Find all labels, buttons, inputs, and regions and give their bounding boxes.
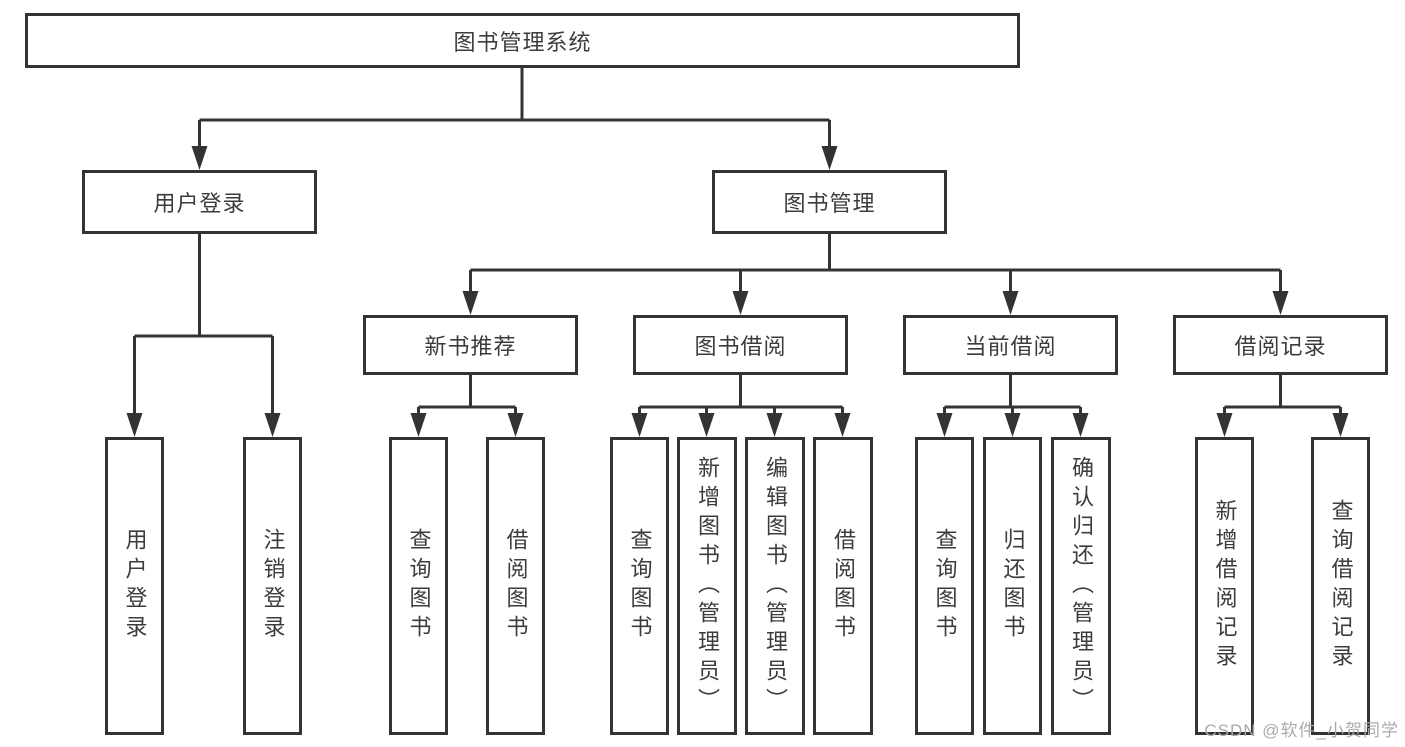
node-current-borrow: 当前借阅 — [903, 315, 1118, 375]
node-new-book-recommend-label: 新书推荐 — [424, 334, 517, 359]
leaf-record-add-record: 新增借阅记录 — [1195, 437, 1254, 735]
leaf-logout-label: 注销登录 — [260, 528, 286, 644]
arrow-down-icon — [936, 413, 953, 437]
leaf-borrow-edit-books: 编辑图书（管理员） — [745, 437, 805, 735]
connector-book-management-to-sections — [469, 234, 1282, 294]
leaf-newrec-query-books-label: 查询图书 — [406, 528, 432, 644]
leaf-current-return-books-label: 归还图书 — [1000, 528, 1026, 644]
arrow-down-icon — [1072, 413, 1089, 437]
leaf-logout: 注销登录 — [243, 437, 302, 735]
node-new-book-recommend: 新书推荐 — [363, 315, 578, 375]
leaf-newrec-query-books: 查询图书 — [389, 437, 448, 735]
node-user-login-label: 用户登录 — [153, 191, 246, 216]
leaf-newrec-borrow-books: 借阅图书 — [486, 437, 545, 735]
leaf-record-add-record-label: 新增借阅记录 — [1212, 499, 1238, 673]
leaf-user-login: 用户登录 — [105, 437, 164, 735]
arrow-down-icon — [1216, 413, 1233, 437]
leaf-current-query-books: 查询图书 — [915, 437, 974, 735]
arrow-down-icon — [462, 291, 479, 315]
leaf-borrow-query-books-label: 查询图书 — [627, 528, 653, 644]
arrow-down-icon — [1332, 413, 1349, 437]
node-book-borrow: 图书借阅 — [633, 315, 848, 375]
leaf-borrow-query-books: 查询图书 — [610, 437, 669, 735]
node-book-management-label: 图书管理 — [783, 191, 876, 216]
leaf-borrow-borrow-books-label: 借阅图书 — [831, 528, 856, 644]
node-current-borrow-label: 当前借阅 — [964, 334, 1057, 359]
leaf-borrow-borrow-books: 借阅图书 — [813, 437, 873, 735]
arrow-down-icon — [507, 413, 524, 437]
connector-borrow-record-to-children — [1223, 375, 1342, 417]
leaf-current-return-books: 归还图书 — [983, 437, 1042, 735]
connector-user-login-to-children — [133, 234, 274, 417]
arrow-down-icon — [821, 146, 838, 170]
leaf-borrow-add-books-label: 新增图书（管理员） — [695, 455, 720, 717]
leaf-newrec-borrow-books-label: 借阅图书 — [503, 528, 529, 644]
connector-new-book-to-children — [417, 375, 517, 417]
leaf-current-confirm-return: 确认归还（管理员） — [1051, 437, 1111, 735]
arrow-down-icon — [766, 413, 783, 437]
leaf-current-confirm-return-label: 确认归还（管理员） — [1069, 455, 1094, 717]
arrow-down-icon — [264, 413, 281, 437]
leaf-record-query-record-label: 查询借阅记录 — [1328, 499, 1354, 673]
node-book-borrow-label: 图书借阅 — [694, 334, 787, 359]
node-borrow-record-label: 借阅记录 — [1234, 334, 1327, 359]
leaf-current-query-books-label: 查询图书 — [932, 528, 958, 644]
connector-book-borrow-to-children — [638, 375, 844, 417]
arrow-down-icon — [1002, 291, 1019, 315]
arrow-down-icon — [1272, 291, 1289, 315]
leaf-record-query-record: 查询借阅记录 — [1311, 437, 1370, 735]
arrow-down-icon — [126, 413, 143, 437]
node-book-management: 图书管理 — [712, 170, 947, 234]
node-root-label: 图书管理系统 — [453, 29, 592, 55]
arrow-down-icon — [732, 291, 749, 315]
connector-current-borrow-to-children — [943, 375, 1082, 417]
arrow-down-icon — [1004, 413, 1021, 437]
node-root: 图书管理系统 — [25, 13, 1020, 68]
arrow-down-icon — [698, 413, 715, 437]
arrow-down-icon — [410, 413, 427, 437]
arrow-down-icon — [631, 413, 648, 437]
arrow-down-icon — [191, 146, 208, 170]
node-borrow-record: 借阅记录 — [1173, 315, 1388, 375]
arrow-down-icon — [834, 413, 851, 437]
node-user-login: 用户登录 — [82, 170, 317, 234]
leaf-user-login-label: 用户登录 — [122, 528, 148, 644]
connector-root-to-level2 — [198, 68, 831, 150]
leaf-borrow-edit-books-label: 编辑图书（管理员） — [763, 455, 788, 717]
leaf-borrow-add-books: 新增图书（管理员） — [677, 437, 737, 735]
watermark: CSDN @软件_小贺同学 — [1204, 721, 1399, 740]
